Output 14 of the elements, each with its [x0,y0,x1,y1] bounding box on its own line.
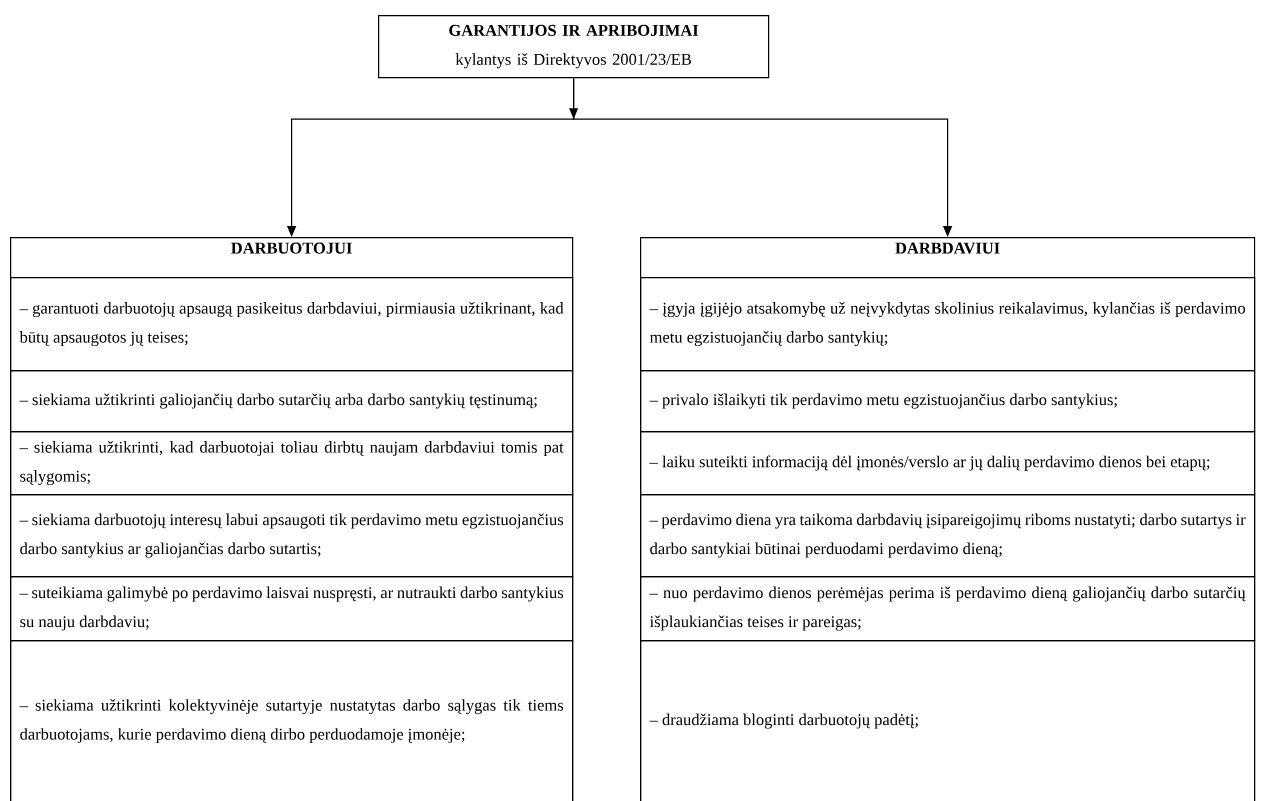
table-cell: – privalo išlaikyti tik perdavimo metu egzistuojančius darbo santykius; [640,370,1256,433]
table-cell: – suteikiama galimybė po perdavimo laisvai nuspręsti, ar nutraukti darbo santykius su nauju darbdaviu; [10,576,574,642]
table-cell: – draudžiama bloginti darbuotojų padėtį; [640,640,1256,801]
table-cell: – siekiama užtikrinti, kad darbuotojai toliau dirbtų naujam darbdaviui tomis pat sąlygomis; [10,431,574,496]
table-cell: – siekiama darbuotojų interesų labui apsaugoti tik perdavimo metu egzistuojančius darbo santykius ar galiojančias darbo sutartis; [10,494,574,578]
table-cell: – siekiama užtikrinti kolektyvinėje sutartyje nustatytas darbo sąlygas tik tiems darbuotojams, kurie perdavimo dieną dirbo perduodamoje įmonėje; [10,640,574,801]
table-cell: – perdavimo diena yra taikoma darbdavių įsipareigojimų riboms nustatyti; darbo sutartys ir darbo santykiai būtinai perduodami perdavimo dieną; [640,494,1256,578]
table-cell: – įgyja įgijėjo atsakomybę už neįvykdytas skolinius reikalavimus, kylančias iš perdavimo metu egzistuojančių darbo santykių; [640,277,1256,372]
table-cell: – garantuoti darbuotojų apsaugą pasikeitus darbdaviui, pirmiausia užtikrinant, kad būtų apsaugotos jų teises; [10,277,574,372]
arrow-head [569,108,579,120]
table-cell: – nuo perdavimo dienos perėmėjas perima iš perdavimo dieną galiojančių darbo sutarčių išplaukiančias teises ir pareigas; [640,576,1256,642]
table-cell: – siekiama užtikrinti galiojančių darbo sutarčių arba darbo santykių tęstinumą; [10,370,574,433]
table-cell: – laiku suteikti informaciją dėl įmonės/verslo ar jų dalių perdavimo dienos bei etapų; [640,431,1256,496]
title-box: GARANTIJOS IR APRIBOJIMAI kylantys iš Direktyvos 2001/23/EB [378,15,770,79]
